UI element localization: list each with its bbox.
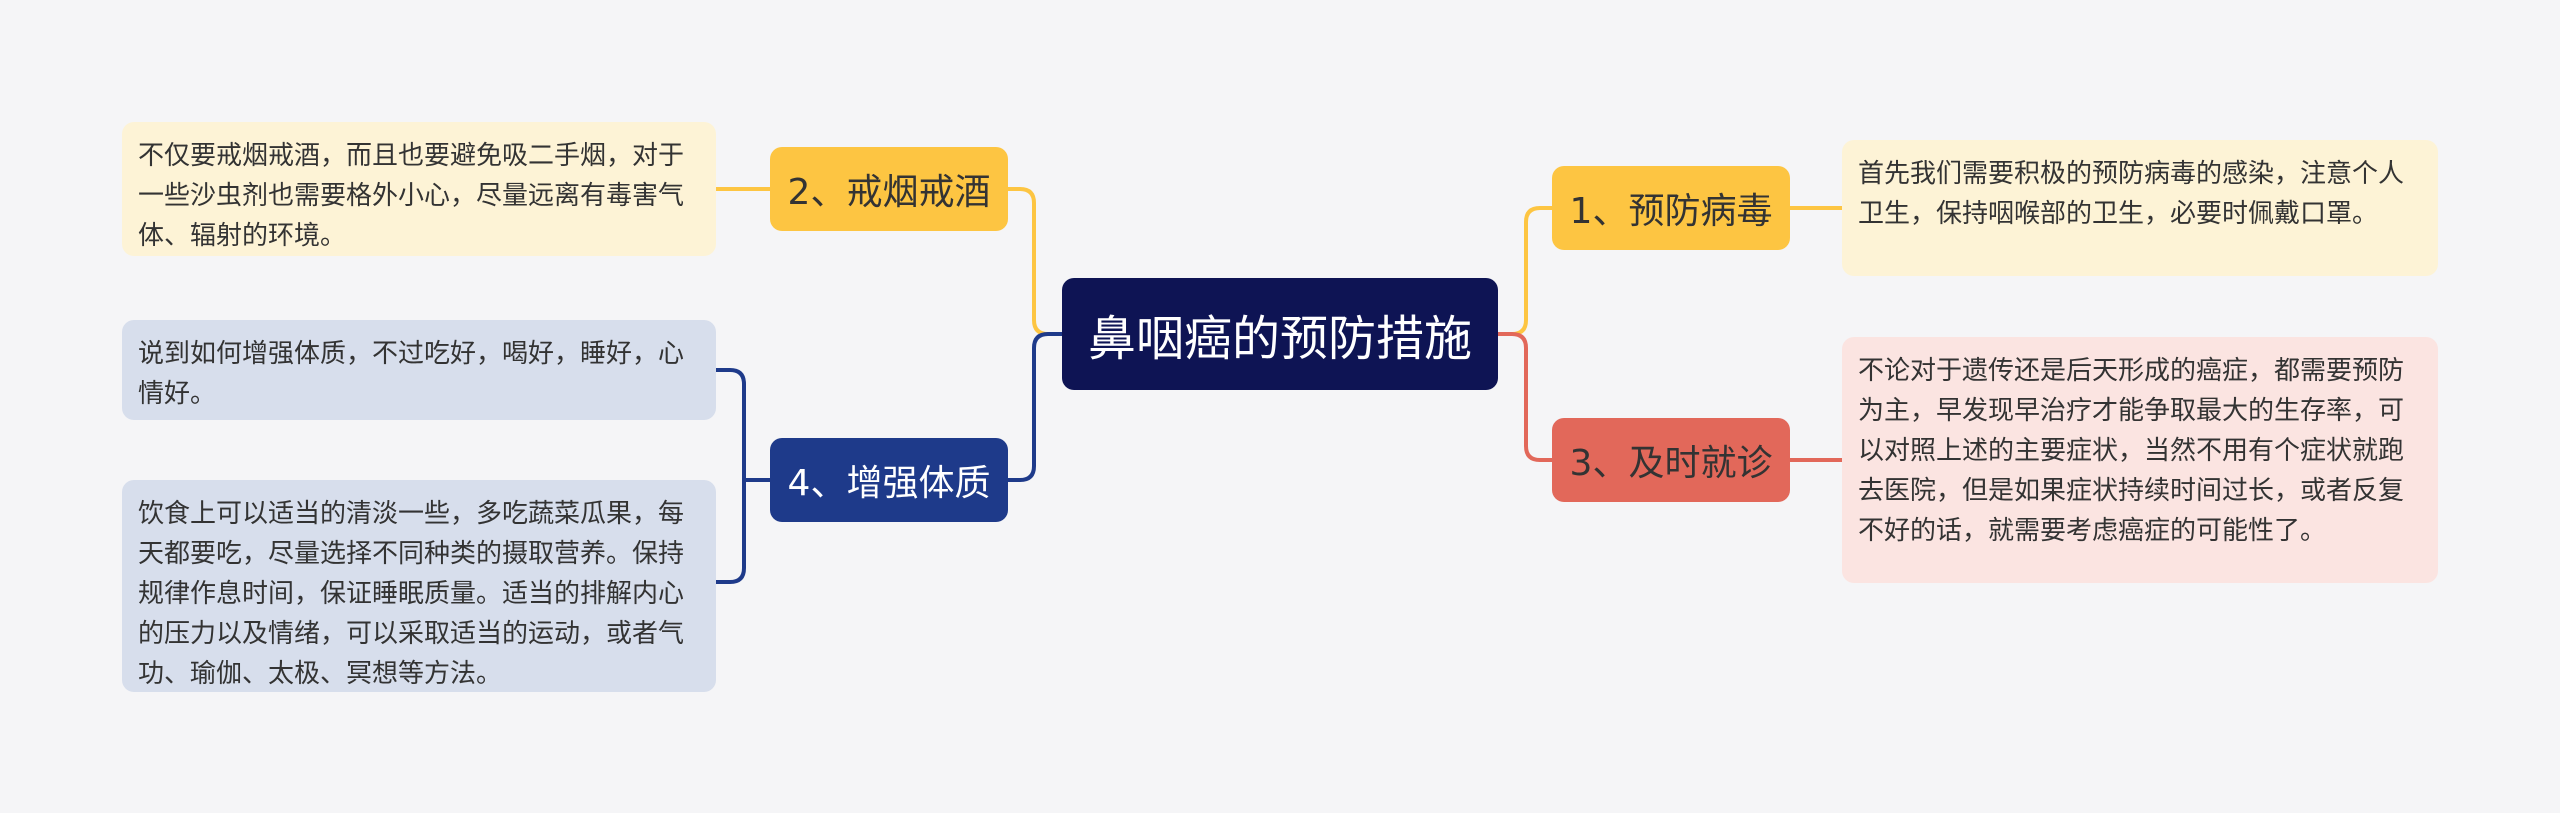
connector-root-branch-2: [1008, 187, 1062, 336]
leaf-topic-3-1-text: 不论对于遗传还是后天形成的癌症，都需要预防为主，早发现早治疗才能争取最大的生存率…: [1858, 356, 2405, 546]
branch-topic-2[interactable]: 2、戒烟戒酒: [770, 147, 1008, 231]
branch-topic-4[interactable]: 4、增强体质: [770, 438, 1008, 522]
root-topic-label: 鼻咽癌的预防措施: [1087, 311, 1472, 367]
connector-root-branch-1: [1498, 206, 1552, 336]
leaf-topic-4-1-text: 说到如何增强体质，不过吃好，喝好，睡好，心情好。: [138, 339, 685, 409]
branch-topic-1[interactable]: 1、预防病毒: [1552, 166, 1790, 250]
connector-root-branch-4: [1008, 332, 1062, 482]
branch-topic-4-label: 4、增强体质: [787, 463, 991, 504]
leaf-topic-4-1[interactable]: 说到如何增强体质，不过吃好，喝好，睡好，心情好。: [122, 320, 716, 420]
branch-topic-3[interactable]: 3、及时就诊: [1552, 418, 1790, 502]
leaf-topic-2-1[interactable]: 不仅要戒烟戒酒，而且也要避免吸二手烟，对于一些沙虫剂也需要格外小心，尽量远离有毒…: [122, 122, 716, 256]
branch-topic-2-label: 2、戒烟戒酒: [787, 172, 991, 213]
leaf-topic-1-1-text: 首先我们需要积极的预防病毒的感染，注意个人卫生，保持咽喉部的卫生，必要时佩戴口罩…: [1858, 159, 2405, 229]
leaf-topic-2-1-text: 不仅要戒烟戒酒，而且也要避免吸二手烟，对于一些沙虫剂也需要格外小心，尽量远离有毒…: [138, 141, 685, 251]
branch-topic-1-label: 1、预防病毒: [1569, 191, 1773, 232]
leaf-topic-1-1[interactable]: 首先我们需要积极的预防病毒的感染，注意个人卫生，保持咽喉部的卫生，必要时佩戴口罩…: [1842, 140, 2438, 276]
connector-branch-4-leaves: [716, 368, 770, 584]
leaf-topic-4-2[interactable]: 饮食上可以适当的清淡一些，多吃蔬菜瓜果，每天都要吃，尽量选择不同种类的摄取营养。…: [122, 480, 716, 692]
leaf-topic-4-2-text: 饮食上可以适当的清淡一些，多吃蔬菜瓜果，每天都要吃，尽量选择不同种类的摄取营养。…: [138, 499, 685, 689]
root-topic[interactable]: 鼻咽癌的预防措施: [1062, 278, 1498, 390]
connector-root-branch-3: [1498, 332, 1552, 462]
branch-topic-3-label: 3、及时就诊: [1569, 443, 1773, 484]
leaf-topic-3-1[interactable]: 不论对于遗传还是后天形成的癌症，都需要预防为主，早发现早治疗才能争取最大的生存率…: [1842, 337, 2438, 583]
